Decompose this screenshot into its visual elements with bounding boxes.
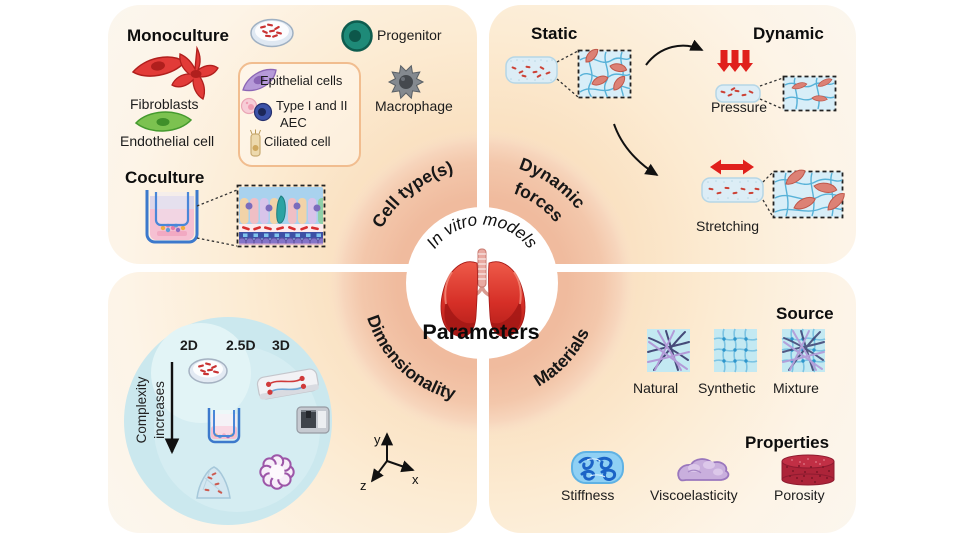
progenitor-label: Progenitor — [377, 27, 442, 43]
complexity-line1: Complexity — [134, 376, 149, 444]
stretching-label: Stretching — [696, 218, 760, 234]
synthetic-label: Synthetic — [698, 380, 756, 396]
viscoelasticity-label: Viscoelasticity — [650, 487, 738, 503]
macrophage-label: Macrophage — [375, 98, 453, 114]
epithelial-cells-label: Epithelial cells — [260, 73, 343, 88]
natural-label: Natural — [633, 380, 679, 396]
stiffness-label: Stiffness — [561, 487, 615, 503]
complexity-line2: increases — [151, 381, 167, 439]
properties-heading: Properties — [745, 433, 830, 452]
monoculture-heading: Monoculture — [127, 26, 229, 45]
complexity-increases-label: Complexity increases — [133, 370, 167, 450]
ciliated-cell-label: Ciliated cell — [264, 134, 331, 149]
fibroblasts-label: Fibroblasts — [130, 96, 199, 112]
label-3d: 3D — [272, 337, 290, 353]
dynamic-heading: Dynamic — [753, 24, 824, 43]
pressure-label: Pressure — [711, 99, 768, 115]
mixture-label: Mixture — [773, 380, 819, 396]
porosity-label: Porosity — [774, 487, 825, 503]
endothelial-cell-label: Endothelial cell — [120, 133, 215, 149]
static-heading: Static — [531, 24, 578, 43]
label-2d: 2D — [180, 337, 198, 353]
source-heading: Source — [776, 304, 834, 323]
aec-label-line2: AEC — [280, 115, 307, 130]
label-2-5d: 2.5D — [226, 337, 256, 353]
dynamic-forces-quadrant-card — [489, 5, 856, 264]
aec-label-line1: Type I and II — [276, 98, 348, 113]
coculture-heading: Coculture — [125, 168, 205, 187]
